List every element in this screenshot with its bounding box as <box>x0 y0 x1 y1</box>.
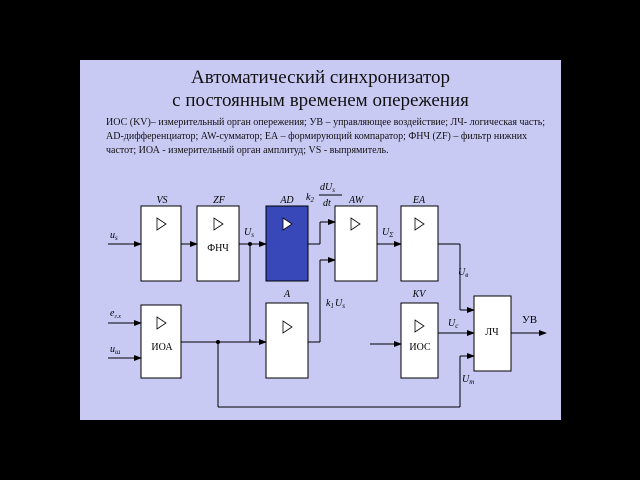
block-a <box>265 302 309 379</box>
block-zf <box>196 205 240 282</box>
block-vs-name: VS <box>156 195 167 206</box>
label-uv: Uв <box>458 267 468 279</box>
label-k2: k2 <box>306 192 314 204</box>
zf-amplifier-icon <box>213 217 224 231</box>
block-ea-name: EA <box>412 195 426 206</box>
block-ea <box>400 205 439 282</box>
block-vs <box>140 205 182 282</box>
block-a-name: A <box>283 289 291 300</box>
block-kv-name: KV <box>412 289 428 300</box>
label-eg-input: eг.х <box>110 308 121 320</box>
slide: Автоматический синхронизатор с постоянны… <box>80 60 561 420</box>
block-ioa <box>140 304 182 379</box>
label-um: Um <box>462 374 474 386</box>
label-k1us: k1Us <box>326 298 345 310</box>
label-us-zf: Us <box>244 227 254 239</box>
label-usigma: UΣ <box>382 227 394 239</box>
junction-ioa <box>216 340 220 344</box>
block-zf-label: ФНЧ <box>207 243 229 254</box>
ea-amplifier-icon <box>414 217 425 231</box>
block-kv-label: ИОС <box>409 342 431 353</box>
a-amplifier-icon <box>282 320 293 334</box>
block-ad <box>265 205 309 282</box>
block-lch-label: ЛЧ <box>485 327 499 338</box>
label-uc: Uc <box>448 318 459 330</box>
slide-description: ИОС (KV)– измерительный орган опережения… <box>106 117 546 156</box>
label-ush-input: uш <box>110 344 121 356</box>
block-kv <box>400 302 439 379</box>
label-us-input: us <box>110 230 118 242</box>
aw-amplifier-icon <box>350 217 361 231</box>
block-diagram: VS ZF ФНЧ AD AW EA ИОА A KV ИОС ЛЧ <box>108 182 547 408</box>
block-zf-name: ZF <box>213 195 226 206</box>
junction-us <box>248 242 252 246</box>
vs-amplifier-icon <box>156 217 167 231</box>
block-aw-name: AW <box>348 195 365 206</box>
label-dus-denominator: dt <box>323 198 331 209</box>
label-output-uv: УВ <box>522 314 537 326</box>
block-aw <box>334 205 378 282</box>
kv-amplifier-icon <box>414 319 425 333</box>
block-ad-name: AD <box>279 195 294 206</box>
ioa-amplifier-icon <box>156 316 167 330</box>
block-ioa-label: ИОА <box>151 342 173 353</box>
slide-title-line-2: с постоянным временем опережения <box>172 90 469 111</box>
slide-title-line-1: Автоматический синхронизатор <box>190 67 451 88</box>
label-dus-numerator: dUs <box>320 182 335 194</box>
ad-amplifier-icon <box>282 217 293 231</box>
